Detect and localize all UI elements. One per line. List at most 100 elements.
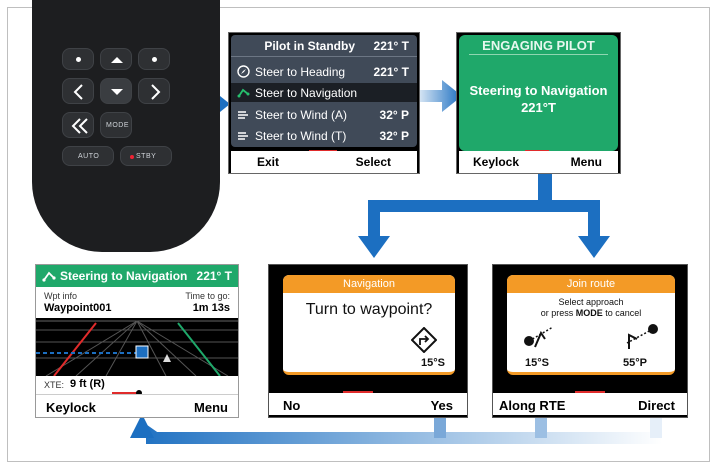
button-left[interactable] [62, 78, 94, 104]
engaging-panel: ENGAGING PILOT Steering to Navigation 22… [459, 35, 618, 151]
autopilot-header: Steering to Navigation 221° T [36, 265, 238, 287]
join-route-popup: Join route Select approach or press MODE… [507, 275, 675, 375]
softkey-yes[interactable]: Yes [430, 398, 453, 413]
button-standby[interactable]: STBY [120, 146, 172, 166]
popup-line2: or press MODE to cancel [507, 308, 675, 318]
softkey-keylock[interactable]: Keylock [473, 155, 520, 169]
along-route-icon[interactable] [523, 321, 563, 351]
menu-item-value: 32° P [379, 108, 409, 122]
screen-indicator-dot [136, 390, 142, 396]
softkey-keylock[interactable]: Keylock [46, 400, 96, 415]
direct-icon[interactable] [619, 321, 659, 351]
softkey-menu[interactable]: Menu [570, 155, 602, 169]
menu-item-steer-wind-true[interactable]: Steer to Wind (T) 32° P [231, 126, 417, 145]
popup-header: Navigation [283, 275, 455, 293]
navigation-confirm-screen: Navigation Turn to waypoint? 15°S No Yes [268, 264, 468, 418]
arrow-stem-yes [434, 412, 446, 438]
menu-title-row: Pilot in Standby 221° T [231, 35, 417, 55]
button-up[interactable] [100, 48, 132, 70]
softkey-along-rte[interactable]: Along RTE [499, 398, 566, 413]
pilot-standby-screen: Pilot in Standby 221° T Steer to Heading… [228, 32, 420, 174]
starboard-boundary [177, 322, 221, 376]
menu-item-value: 32° P [379, 129, 409, 143]
port-boundary [53, 322, 97, 376]
popup-value: 15°S [421, 357, 445, 369]
wpt-name: Waypoint001 [44, 302, 112, 314]
popup-line1: Select approach [558, 297, 624, 307]
menu-title: Pilot in Standby [264, 39, 355, 53]
engaging-pilot-screen: ENGAGING PILOT Steering to Navigation 22… [456, 32, 621, 174]
menu-item-label: Steer to Wind (A) [255, 108, 348, 122]
wpt-info-label: Wpt info [44, 291, 78, 301]
softkey-bar: Exit Select [231, 151, 417, 173]
screen-indicator [112, 392, 140, 394]
menu-title-value: 221° T [373, 39, 409, 53]
button-right[interactable] [138, 78, 170, 104]
auto-label: AUTO [78, 153, 100, 160]
softkey-direct[interactable]: Direct [638, 398, 675, 413]
softkey-menu[interactable]: Menu [194, 400, 228, 415]
arrow-menu-to-engaging [410, 80, 462, 112]
button-top-left[interactable] [62, 48, 94, 70]
waypoint-marker [135, 345, 149, 359]
arrow-return-bottom [132, 420, 662, 444]
route-icon [42, 271, 56, 282]
arrow-to-navigation [358, 206, 390, 258]
button-mode[interactable]: MODE [100, 112, 132, 138]
softkey-bar: Keylock Menu [36, 394, 238, 416]
join-route-screen: Join route Select approach or press MODE… [492, 264, 688, 418]
title-divider [469, 54, 608, 55]
menu-item-value: 221° T [373, 65, 409, 79]
screen-indicator [343, 391, 373, 393]
mode-label: MODE [106, 122, 129, 129]
pilot-menu: Pilot in Standby 221° T Steer to Heading… [231, 35, 417, 147]
ttg-label: Time to go: [185, 291, 230, 301]
option-right-value: 55°P [623, 357, 647, 369]
menu-item-steer-navigation[interactable]: Steer to Navigation [231, 83, 417, 102]
line2-prefix: or press [540, 308, 574, 318]
arrow-stem-direct [650, 412, 662, 438]
xte-label: XTE: [44, 380, 65, 390]
double-chevron-left-icon [71, 118, 88, 134]
softkey-no[interactable]: No [283, 398, 301, 413]
arrow-split-bar [368, 200, 600, 212]
menu-item-label: Steer to Navigation [255, 86, 358, 100]
line2-suffix: to cancel [605, 308, 642, 318]
autopilot-heading: 221° T [196, 269, 232, 283]
arrow-to-join-route [578, 206, 610, 258]
menu-item-steer-wind-apparent[interactable]: Steer to Wind (A) 32° P [231, 105, 417, 124]
line2-mode: MODE [575, 308, 603, 318]
menu-item-label: Steer to Wind (T) [255, 129, 347, 143]
highway-view [36, 318, 238, 376]
chevron-up-icon [111, 57, 123, 63]
stby-label: STBY [136, 153, 157, 160]
ttg-value: 1m 13s [192, 302, 230, 314]
pilot-controller: MODE AUTO STBY [32, 0, 220, 252]
menu-item-label: Steer to Heading [255, 65, 346, 79]
softkey-bar: No Yes [269, 393, 467, 415]
diagram-frame [7, 7, 710, 462]
compass-icon [237, 65, 250, 78]
arrow-stem-along [535, 412, 547, 438]
softkey-select[interactable]: Select [355, 155, 391, 169]
menu-item-steer-heading[interactable]: Steer to Heading 221° T [231, 62, 417, 81]
button-top-right[interactable] [138, 48, 170, 70]
route-icon [237, 88, 250, 98]
softkey-bar: Keylock Menu [459, 151, 618, 173]
boat-icon [163, 354, 171, 362]
engaging-title: ENGAGING PILOT [482, 38, 595, 53]
navigation-popup: Navigation Turn to waypoint? 15°S [283, 275, 455, 375]
button-ok[interactable] [100, 78, 132, 104]
softkey-bar: Along RTE Direct [493, 393, 687, 415]
screen-indicator [575, 391, 605, 393]
chevron-left-icon [73, 84, 83, 100]
softkey-exit[interactable]: Exit [257, 155, 280, 169]
wind-icon [238, 132, 248, 140]
xte-value: 9 ft (R) [70, 378, 105, 390]
wind-icon [238, 111, 248, 119]
autopilot-screen: Steering to Navigation 221° T Wpt info W… [35, 264, 239, 418]
button-back[interactable] [62, 112, 94, 138]
arrow-return-head [130, 414, 154, 438]
button-auto[interactable]: AUTO [62, 146, 114, 166]
